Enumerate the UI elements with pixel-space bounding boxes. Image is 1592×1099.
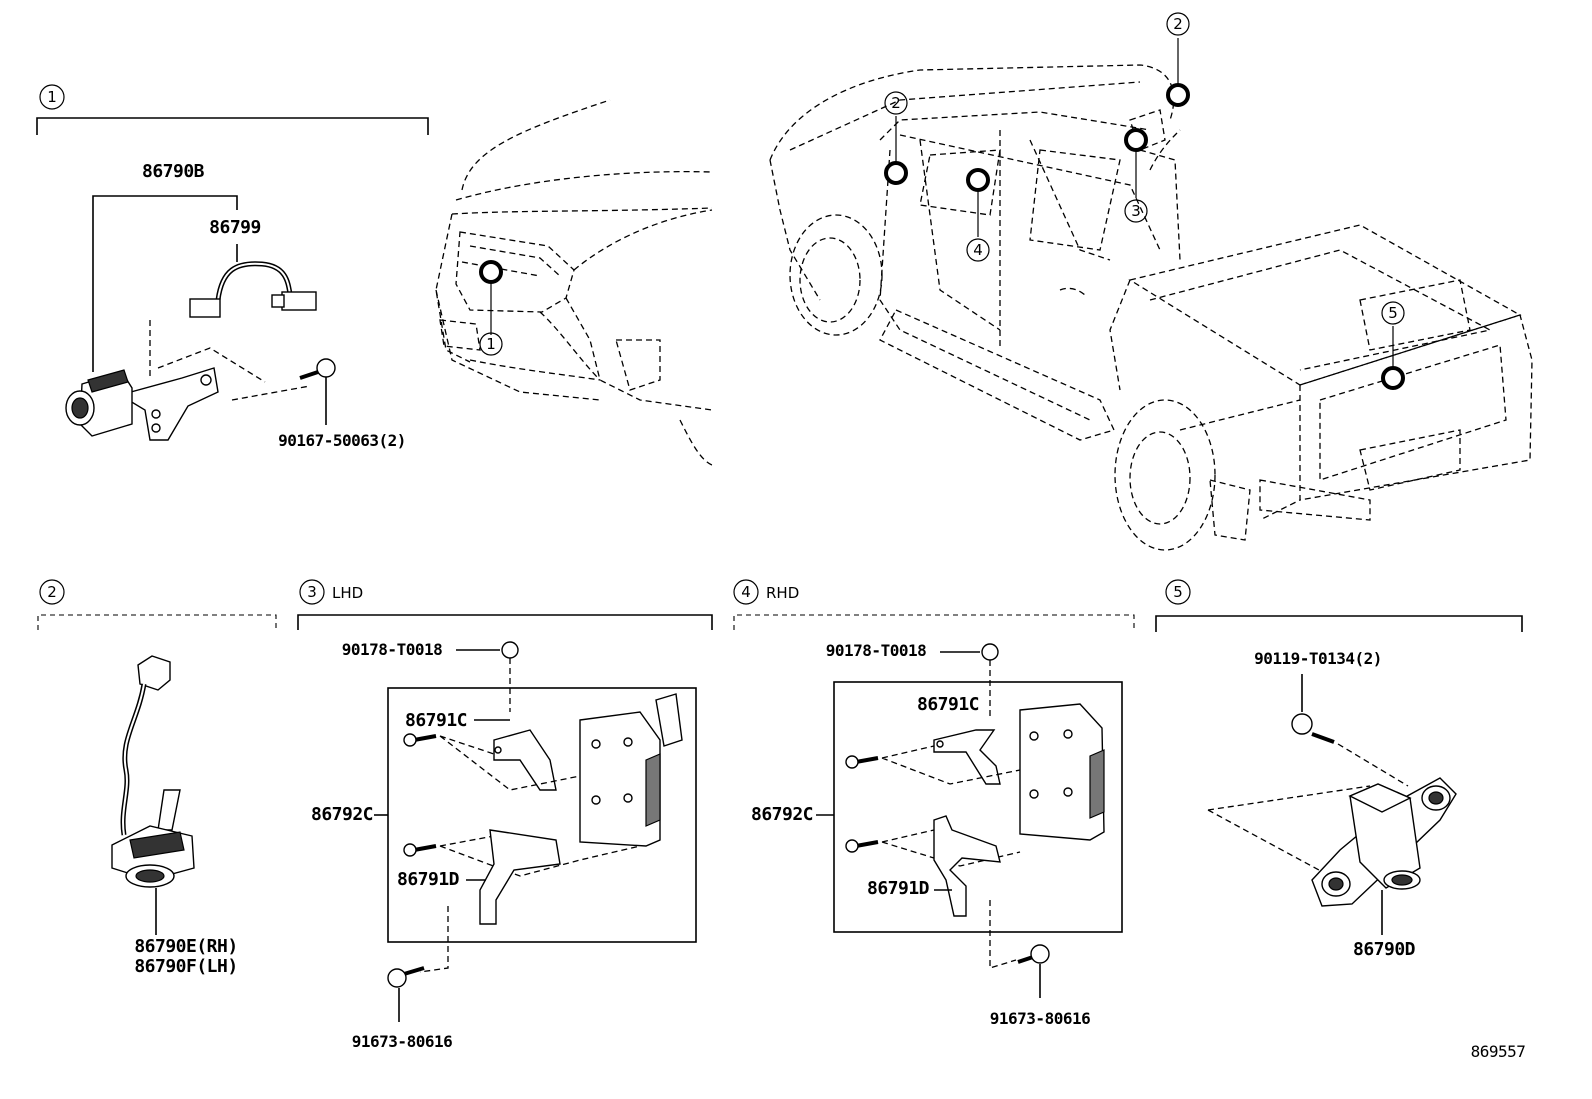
section-4: 4 RHD 90178-T0018 86791C 86791D 86792C bbox=[733, 579, 1135, 1028]
vehicle-front-view: 1 bbox=[435, 99, 713, 466]
label-86791C-lhd: 86791C bbox=[405, 710, 467, 731]
label-86790B: 86790B bbox=[142, 161, 205, 182]
label-91673-80616-rhd: 91673-80616 bbox=[990, 1009, 1090, 1028]
label-86791D-rhd: 86791D bbox=[867, 878, 930, 899]
label-86790E: 86790E(RH) bbox=[134, 936, 237, 957]
section-2-bracket bbox=[37, 614, 277, 630]
side-camera-assy bbox=[111, 655, 195, 888]
vehicle-callout-2-top: 2 bbox=[1173, 15, 1183, 33]
label-86790D: 86790D bbox=[1353, 939, 1416, 960]
ecu-lhd-marker bbox=[1124, 128, 1148, 152]
label-90178-T0018-rhd: 90178-T0018 bbox=[826, 641, 926, 660]
section-1-number: 1 bbox=[47, 88, 57, 106]
ecu-rhd-marker bbox=[966, 168, 990, 192]
label-86791D-lhd: 86791D bbox=[397, 869, 460, 890]
section-3: 3 LHD 90178-T0018 86791C 86791D 86792C bbox=[297, 579, 713, 1051]
side-camera-marker-top bbox=[1166, 83, 1190, 107]
front-camera-86790B bbox=[65, 320, 311, 441]
ecu-box-rhd bbox=[833, 681, 1123, 933]
section-4-number: 4 bbox=[741, 583, 751, 601]
rear-camera-86790D bbox=[1311, 777, 1457, 907]
section-3-number: 3 bbox=[307, 583, 317, 601]
section-1: 1 86790B 86799 bbox=[36, 84, 429, 450]
section-5: 5 90119-T0134(2) 86790D bbox=[1155, 579, 1523, 960]
section-2: 2 86790E(RH) 86790F(LH) bbox=[37, 579, 277, 977]
section-2-number: 2 bbox=[47, 583, 57, 601]
label-90167-50063: 90167-50063(2) bbox=[278, 431, 406, 450]
bolt-front bbox=[299, 358, 336, 425]
section-1-bracket bbox=[36, 117, 429, 135]
vehicle-callout-2-left: 2 bbox=[891, 94, 901, 112]
label-86799: 86799 bbox=[209, 217, 261, 238]
side-camera-marker-left bbox=[884, 161, 908, 185]
label-90119-T0134: 90119-T0134(2) bbox=[1254, 649, 1382, 668]
label-91673-80616-lhd: 91673-80616 bbox=[352, 1032, 452, 1051]
label-86792C-lhd: 86792C bbox=[311, 804, 373, 825]
section-3-bracket bbox=[297, 614, 713, 630]
diagram-id: 869557 bbox=[1471, 1042, 1526, 1061]
vehicle-rear-view: 2 2 3 4 5 bbox=[769, 12, 1533, 551]
label-86792C-rhd: 86792C bbox=[751, 804, 813, 825]
section-5-number: 5 bbox=[1173, 583, 1183, 601]
leader-86790B bbox=[92, 195, 238, 372]
label-90178-T0018-lhd: 90178-T0018 bbox=[342, 640, 442, 659]
label-86790F: 86790F(LH) bbox=[134, 956, 237, 977]
vehicle-callout-5: 5 bbox=[1388, 304, 1398, 322]
section-4-variant: RHD bbox=[766, 584, 799, 602]
rear-camera-marker bbox=[1381, 366, 1405, 390]
vehicle-callout-1: 1 bbox=[486, 335, 496, 353]
section-5-bracket bbox=[1155, 615, 1523, 632]
vehicle-callout-3: 3 bbox=[1131, 202, 1141, 220]
vehicle-callout-4: 4 bbox=[973, 241, 983, 259]
label-86791C-rhd: 86791C bbox=[917, 694, 979, 715]
front-camera-location-marker bbox=[479, 260, 503, 284]
section-3-variant: LHD bbox=[332, 584, 363, 602]
section-1-number-circle bbox=[39, 84, 65, 110]
section-4-bracket bbox=[733, 614, 1135, 630]
wire-harness-86799 bbox=[189, 261, 317, 318]
